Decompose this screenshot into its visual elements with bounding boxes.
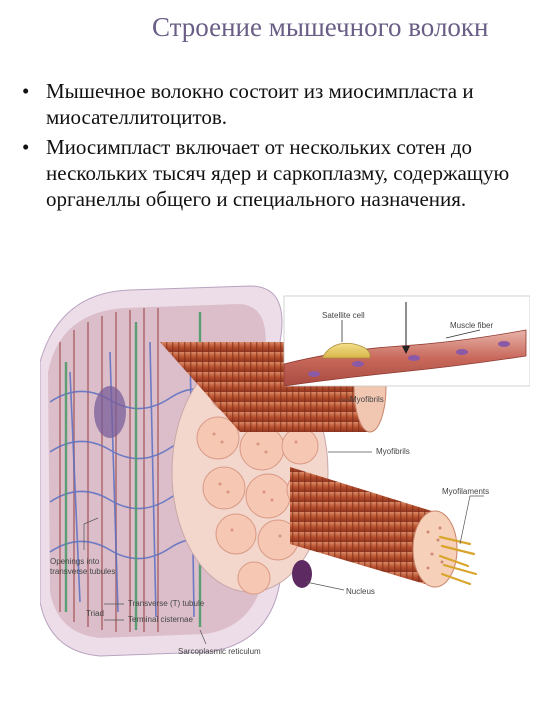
nucleus-shape: [94, 386, 126, 438]
bullet-text: Миосимпласт включает от нескольких сотен…: [46, 135, 510, 211]
myofibrils-label: Myofibrils: [376, 447, 410, 456]
muscle-fiber-label: Muscle fiber: [450, 321, 493, 330]
bullet-text: Мышечное волокно состоит из миосимпласта…: [46, 79, 474, 129]
bullet-item: • Миосимпласт включает от нескольких сот…: [20, 134, 525, 212]
nucleus-label: Nucleus: [346, 587, 375, 596]
bullet-list: • Мышечное волокно состоит из миосимплас…: [20, 78, 525, 216]
satellite-cell-label: Satellite cell: [322, 311, 365, 320]
bullet-icon: •: [22, 135, 30, 159]
satellite-cell-inset: Satellite cell Muscle fiber: [283, 295, 530, 387]
leader-lines: [83, 399, 484, 645]
openings-label-line2: transverse tubules: [50, 567, 115, 576]
sarcoplasmic-reticulum-label: Sarcoplasmic reticulum: [178, 647, 261, 656]
muscle-fiber-illustration: Satellite cell Muscle fiber Myofibrils M…: [40, 285, 530, 657]
myofibrils-top-label: Myofibrils: [350, 395, 384, 404]
slide-title: Строение мышечного волокн: [152, 12, 489, 42]
bullet-icon: •: [22, 79, 30, 103]
triad-label: Triad: [86, 609, 104, 618]
bullet-item: • Мышечное волокно состоит из миосимплас…: [20, 78, 525, 130]
openings-label-line1: Openings into: [50, 557, 100, 566]
myofibril-protruding: [290, 467, 458, 588]
nucleus-shape: [292, 560, 312, 588]
terminal-cisternae-label: Terminal cisternae: [128, 615, 193, 624]
myofilaments: [438, 535, 478, 586]
satellite-cell-shape: [321, 342, 371, 359]
transverse-tubule-label: Transverse (T) tubule: [128, 599, 205, 608]
myofilaments-label: Myofilaments: [442, 487, 489, 496]
